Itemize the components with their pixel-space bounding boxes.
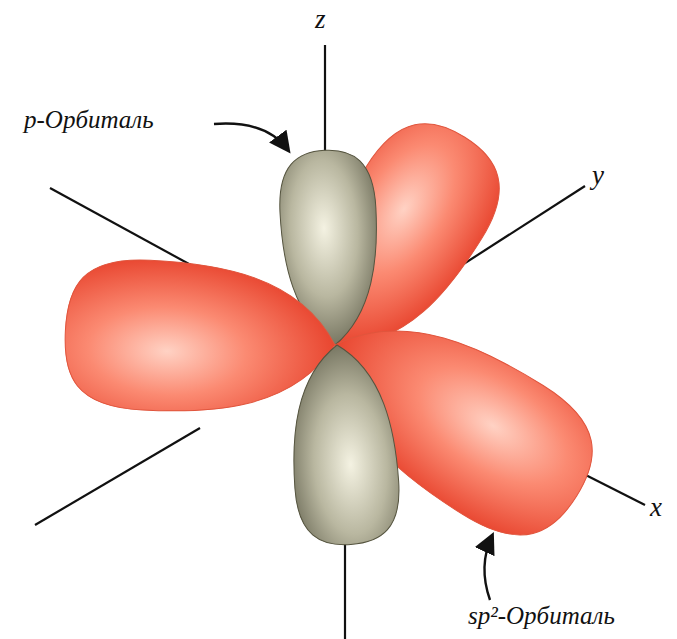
- orbital-label: sp²-Орбиталь: [468, 602, 615, 631]
- p-lobe: [285, 341, 403, 548]
- orbital-label: p-Орбиталь: [24, 106, 154, 135]
- axis-lines: [35, 45, 645, 639]
- sp2-lobe: [61, 256, 338, 420]
- axis-label: x: [650, 492, 662, 523]
- axis-label: z: [315, 4, 326, 35]
- leader-arrows: [214, 124, 492, 600]
- axis-label: y: [592, 160, 604, 191]
